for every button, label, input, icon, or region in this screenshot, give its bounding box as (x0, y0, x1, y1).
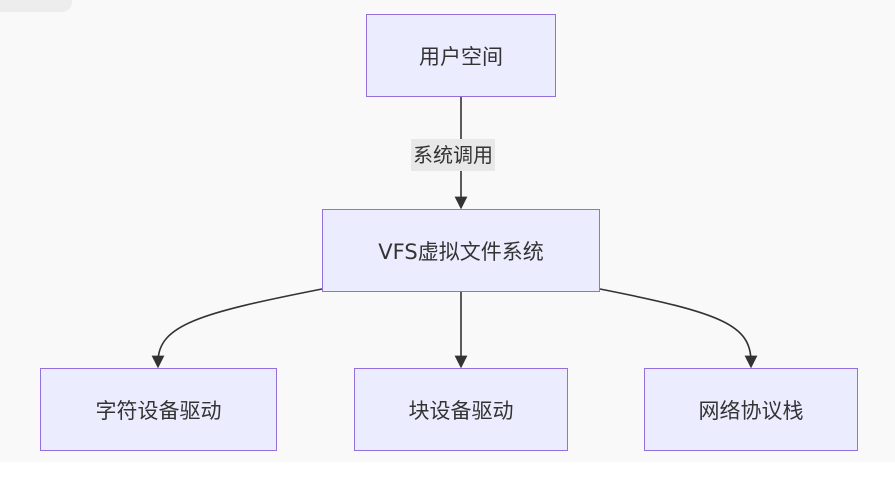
diagram-canvas: 用户空间 系统调用 VFS虚拟文件系统 字符设备驱动 块设备驱动 网络协议栈 (0, 0, 858, 451)
edge-vfs-to-network (599, 288, 758, 369)
node-block-driver: 块设备驱动 (354, 368, 568, 451)
edge-label-syscall-text: 系统调用 (413, 143, 493, 167)
node-vfs: VFS虚拟文件系统 (322, 209, 600, 292)
node-user-space: 用户空间 (366, 14, 556, 97)
node-char-driver: 字符设备驱动 (40, 368, 277, 451)
node-network-stack: 网络协议栈 (644, 368, 858, 451)
node-block-driver-label: 块设备驱动 (408, 398, 514, 423)
node-vfs-label: VFS虚拟文件系统 (378, 239, 544, 264)
edge-label-syscall: 系统调用 (411, 139, 495, 171)
node-user-space-label: 用户空间 (419, 44, 503, 69)
node-network-stack-label: 网络协议栈 (698, 398, 804, 423)
node-char-driver-label: 字符设备驱动 (95, 398, 222, 423)
edge-vfs-to-char (151, 288, 323, 369)
corner-tab (0, 0, 72, 12)
